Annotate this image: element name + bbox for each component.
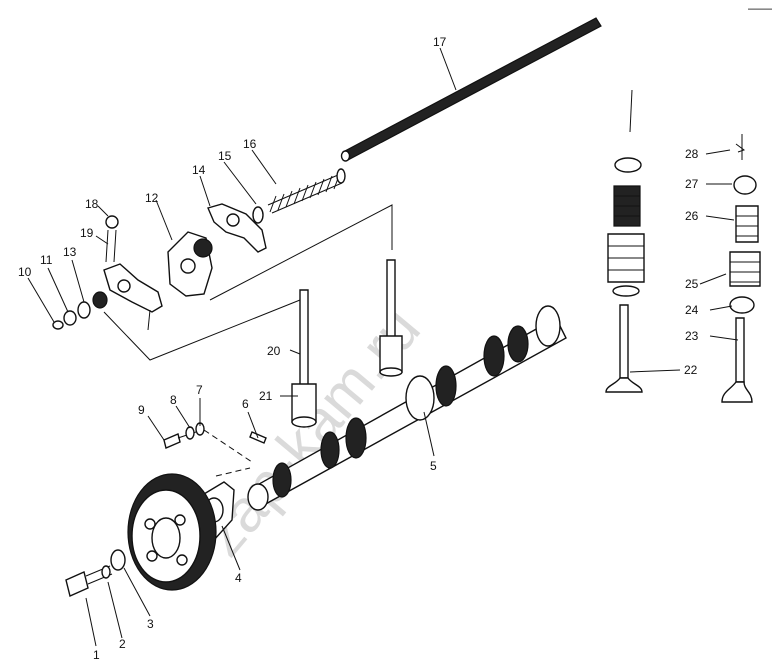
callout-20: 20 <box>267 344 281 358</box>
callout-9: 9 <box>138 403 145 417</box>
callout-10: 10 <box>18 265 32 279</box>
callout-2: 2 <box>119 637 126 651</box>
gear-washer <box>110 549 126 571</box>
callout-19: 19 <box>80 226 94 240</box>
callout-3: 3 <box>147 617 154 631</box>
callout-4: 4 <box>235 571 242 585</box>
rocker-spring <box>267 168 346 214</box>
adjusting-screw <box>105 215 119 263</box>
callout-22: 22 <box>684 363 698 377</box>
corner-mark: —— <box>748 1 772 15</box>
tappet-rods <box>299 259 403 389</box>
callout-11: 11 <box>40 253 53 267</box>
callout-16: 16 <box>243 137 257 151</box>
callout-12: 12 <box>145 191 159 205</box>
callout-5: 5 <box>430 459 437 473</box>
callout-21: 21 <box>259 389 273 403</box>
tappet <box>291 383 317 428</box>
camshaft <box>247 305 567 511</box>
rocker-bracket <box>167 231 213 297</box>
rocker-arm-right <box>207 203 267 253</box>
rocker-arm-left <box>103 263 163 331</box>
callout-23: 23 <box>685 329 699 343</box>
callout-8: 8 <box>170 393 177 407</box>
valve-assembly-left <box>605 89 645 393</box>
callout-26: 26 <box>685 209 699 223</box>
gear-bolt <box>65 565 113 597</box>
callout-18: 18 <box>85 197 99 211</box>
callout-27: 27 <box>685 177 699 191</box>
callout-15: 15 <box>218 149 232 163</box>
callout-13: 13 <box>63 245 77 259</box>
push-rod <box>340 17 602 162</box>
callout-24: 24 <box>685 303 699 317</box>
callout-28: 28 <box>685 147 699 161</box>
callout-14: 14 <box>192 163 206 177</box>
callout-1: 1 <box>93 648 100 662</box>
callout-17: 17 <box>433 35 447 49</box>
thrust-bolt <box>163 422 205 449</box>
valve-assembly-right <box>721 134 761 403</box>
callout-7: 7 <box>196 383 203 397</box>
spring-washer <box>252 206 264 224</box>
camshaft-gear <box>127 473 217 591</box>
callout-6: 6 <box>242 397 249 411</box>
callout-25: 25 <box>685 277 699 291</box>
